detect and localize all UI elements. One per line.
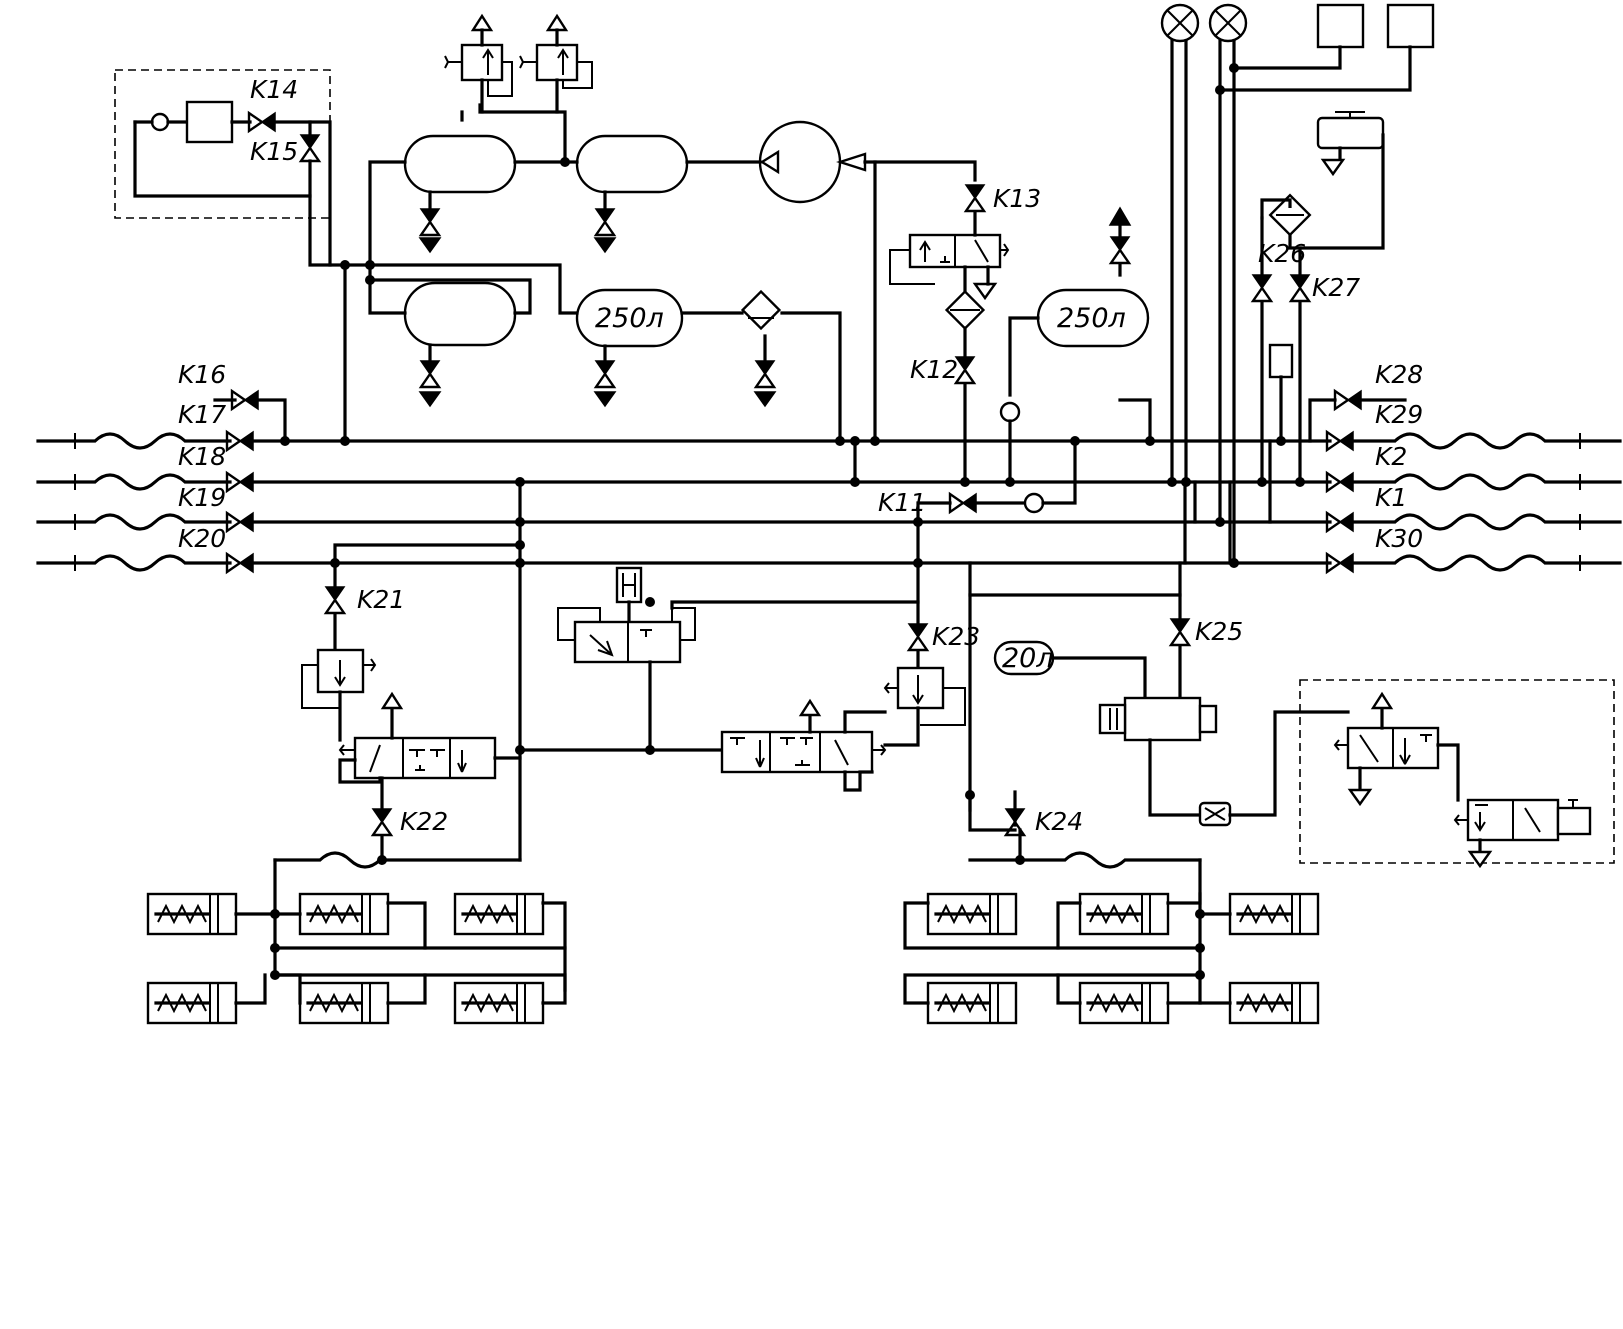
label-k22: K22 [400, 807, 448, 836]
auxiliary-unit-topleft [114, 69, 347, 267]
label-k30: K30 [1375, 524, 1423, 553]
label-k14: K14 [250, 75, 298, 104]
reservoir-group [343, 14, 977, 443]
label-k12: K12 [910, 355, 958, 384]
main-tank-1 [575, 288, 684, 348]
right-brake-control [968, 561, 1350, 869]
reservoir-labels: 250л 250л 20л [595, 303, 1126, 674]
label-k11: K11 [878, 488, 926, 517]
label-main-tank-2: 250л [1057, 303, 1126, 334]
main-tank-2-group [999, 206, 1150, 484]
center-control [518, 520, 966, 792]
junction-dots [270, 63, 1305, 980]
label-k23: K23 [932, 622, 980, 651]
left-brake-control [301, 543, 522, 862]
label-k26: K26 [1258, 239, 1306, 268]
train-lines [36, 389, 1622, 574]
label-k18: K18 [178, 442, 226, 471]
label-k17: K17 [178, 400, 226, 429]
label-k21: K21 [357, 585, 405, 614]
left-brake-cylinders [146, 851, 567, 1025]
label-k15: K15 [250, 137, 298, 166]
label-k16: K16 [178, 360, 226, 389]
label-k28: K28 [1375, 360, 1423, 389]
label-k13: K13 [993, 184, 1041, 213]
label-k2: K2 [1375, 442, 1407, 471]
k13-k12-unit [889, 183, 1010, 484]
label-k1: K1 [1375, 483, 1407, 512]
label-k20: K20 [178, 524, 226, 553]
label-k27: K27 [1312, 273, 1360, 302]
label-aux-tank: 20л [1002, 643, 1054, 674]
right-brake-cylinders [903, 858, 1320, 1025]
auxiliary-unit-right [1299, 679, 1615, 868]
label-k29: K29 [1375, 400, 1423, 429]
label-main-tank-1: 250л [595, 303, 664, 334]
label-k25: K25 [1195, 617, 1243, 646]
k11-group [916, 439, 1077, 524]
label-k19: K19 [178, 483, 226, 512]
valve-labels: K14 K15 K13 K12 K16 K17 K18 K19 K20 K11 … [178, 75, 1423, 836]
gauges-group [1160, 3, 1435, 565]
label-k24: K24 [1035, 807, 1083, 836]
